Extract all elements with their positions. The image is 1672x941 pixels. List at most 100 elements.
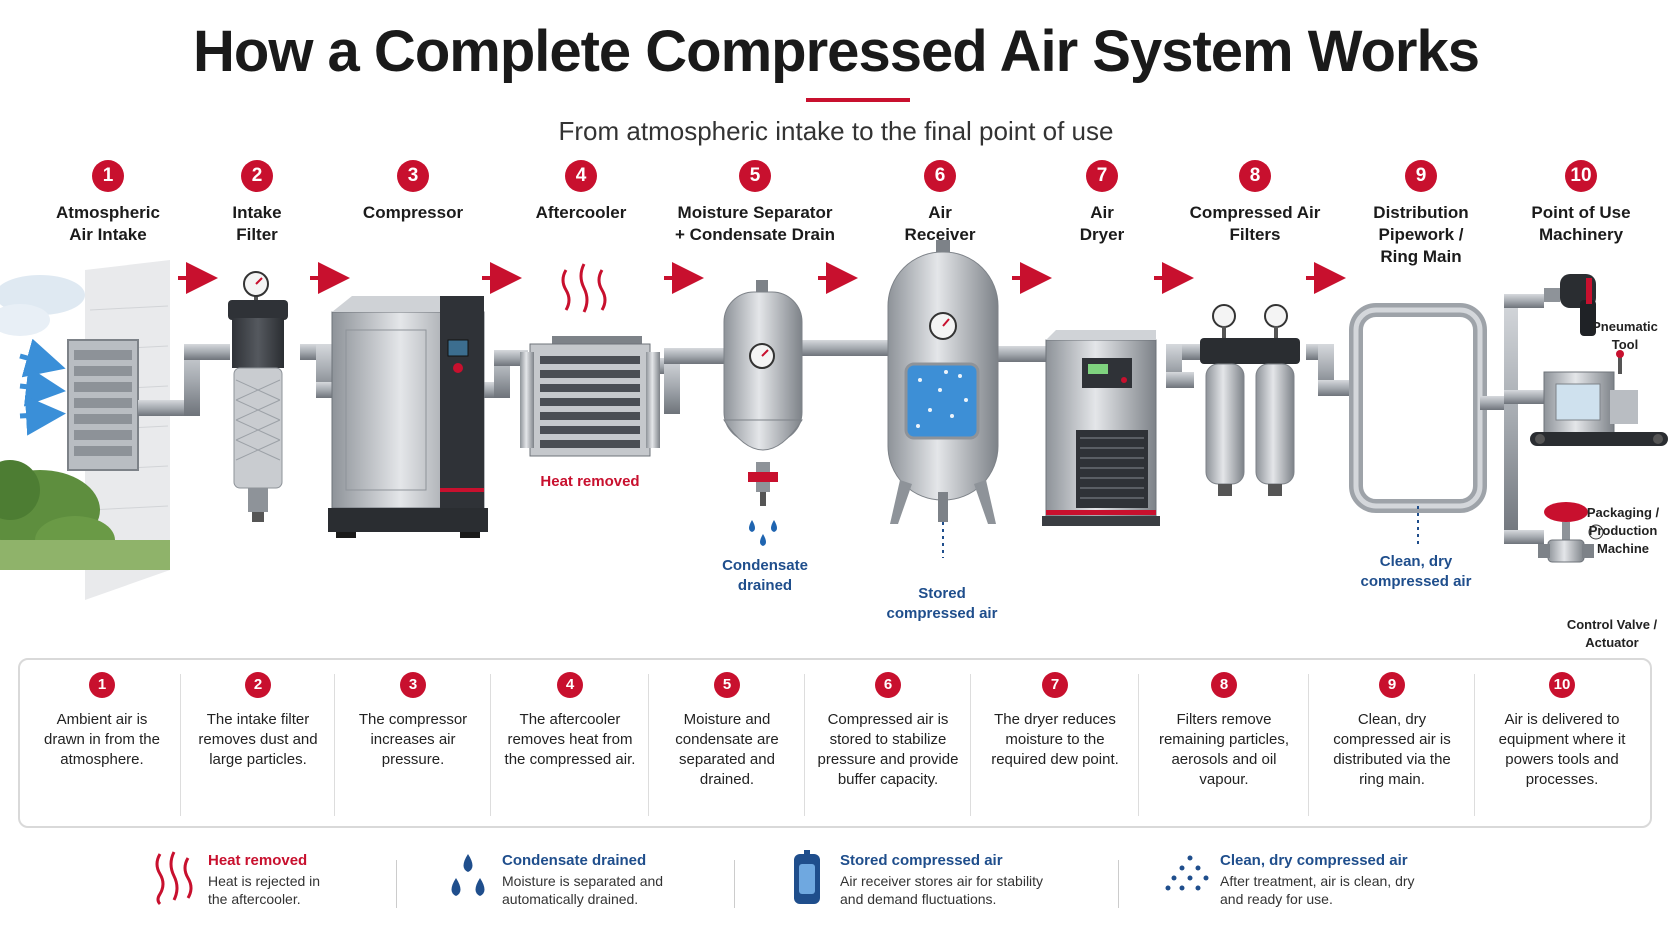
step-title-line: Intake [232,203,282,222]
desc-text: The aftercooler removes heat from the co… [504,711,636,768]
step-title-line: Point of Use [1531,203,1631,222]
step-title-line: Distribution [1373,203,1469,222]
compressor [328,296,488,538]
callout-line: drained [737,577,793,594]
page-title: How a Complete Compressed Air System Wor… [193,19,1480,84]
desc-step-4: 4 The aftercooler removes heat from the … [494,672,646,818]
desc-step-7: 7 The dryer reduces moisture to the requ… [974,672,1136,818]
legend-title: Stored compressed air [840,852,1003,869]
point-of-use-pipework [1480,294,1544,544]
legend-clean-dry-air: Clean, dry compressed air After treatmen… [1164,850,1464,912]
step-badge: 7 [1086,160,1118,192]
legend-title: Clean, dry compressed air [1220,852,1408,869]
legend-text: After treatment, air is clean, dry and r… [1220,872,1415,908]
legend-text: Air receiver stores air for stability an… [840,872,1043,908]
machine-label-line: Packaging / [1586,505,1660,520]
air-receiver [887,240,999,558]
page-subtitle: From atmospheric intake to the final poi… [558,116,1114,146]
legend-stored-air: Stored compressed air Air receiver store… [784,850,1084,912]
step-title-line: Machinery [1538,225,1624,244]
machine-label-line: Machine [1596,541,1649,556]
pneumatic-tool-icon [1544,274,1596,336]
clean-dry-air-label: Clean, dry compressed air [1346,552,1486,592]
machine-label-line: Pneumatic [1592,319,1658,334]
desc-divider [648,674,649,816]
machine-label-line: Tool [1611,337,1639,352]
intake-louvre [67,339,139,471]
step-badge: 8 [1239,160,1271,192]
desc-badge: 10 [1549,672,1575,698]
desc-badge: 9 [1379,672,1405,698]
legend-divider [734,860,735,908]
legend-text-line: Moisture is separated and [502,873,664,889]
legend-text-line: Air receiver stores air for stability [840,873,1044,889]
desc-divider [804,674,805,816]
desc-text: Ambient air is drawn in from the atmosph… [44,711,160,768]
heat-waves-icon [155,851,193,906]
step-header-4: 4 Aftercooler [486,160,676,224]
receiver-tank-icon [794,850,820,904]
desc-step-9: 9 Clean, dry compressed air is distribut… [1312,672,1472,818]
callout-line: Stored [918,585,966,602]
legend-title: Heat removed [208,852,308,869]
step-badge: 3 [397,160,429,192]
desc-step-6: 6 Compressed air is stored to stabilize … [808,672,968,818]
legend-title: Condensate drained [502,852,647,869]
desc-divider [1308,674,1309,816]
desc-step-5: 5 Moisture and condensate are separated … [652,672,802,818]
legend-divider [396,860,397,908]
step-title-line: Pipework / [1378,225,1464,244]
legend-text-line: and ready for use. [1220,891,1333,907]
step-badge: 9 [1405,160,1437,192]
condensate-drops [749,520,777,546]
step-title-line: + Condensate Drain [674,225,836,244]
step-title-line: Filters [1229,225,1281,244]
packaging-machine-icon [1530,350,1668,446]
title-underline [806,98,910,102]
step-badge: 2 [241,160,273,192]
step-title-line: Compressor [362,203,464,222]
aftercooler [520,263,660,457]
desc-badge: 1 [89,672,115,698]
legend-heat-removed: Heat removed Heat is rejected in the aft… [152,850,392,912]
pneumatic-tool-label: Pneumatic Tool [1580,318,1670,354]
legend-divider [1118,860,1119,908]
step-title-line: Compressed Air [1189,203,1321,222]
legend-text-line: the aftercooler. [208,891,301,907]
desc-step-10: 10 Air is delivered to equipment where i… [1478,672,1646,818]
air-dryer [1042,330,1160,526]
desc-text: Moisture and condensate are separated an… [675,711,779,788]
callout-line: Clean, dry [1379,553,1453,570]
packaging-machine-label: Packaging / Production Machine [1576,504,1670,558]
desc-badge: 3 [400,672,426,698]
desc-badge: 5 [714,672,740,698]
legend-text-line: Heat is rejected in [208,873,321,889]
intake-air-arrows [19,338,66,436]
clean-air-dots-icon [1165,855,1209,891]
step-header-5: 5 Moisture Separator+ Condensate Drain [660,160,850,246]
step-title-line: Aftercooler [535,203,627,222]
step-title-line: Air [928,203,952,222]
step-title-line: Filter [236,225,278,244]
step-title-line: Air Intake [69,225,147,244]
machine-label-line: Production [1588,523,1658,538]
step-header-3: 3 Compressor [318,160,508,224]
desc-text: The intake filter removes dust and large… [198,711,318,768]
intake-filter [228,271,288,522]
desc-step-1: 1 Ambient air is drawn in from the atmos… [28,672,176,818]
desc-badge: 4 [557,672,583,698]
step-descriptions-panel: 1 Ambient air is drawn in from the atmos… [18,658,1652,828]
desc-badge: 2 [245,672,271,698]
legend-text-line: automatically drained. [502,891,639,907]
desc-divider [1474,674,1475,816]
legend-text-line: and demand fluctuations. [840,891,997,907]
desc-text: Compressed air is stored to stabilize pr… [817,711,959,788]
desc-divider [334,674,335,816]
step-badge: 10 [1565,160,1597,192]
step-title-line: Dryer [1079,225,1125,244]
compressed-air-filters [1200,304,1300,496]
step-title-line: Atmospheric [56,203,160,222]
